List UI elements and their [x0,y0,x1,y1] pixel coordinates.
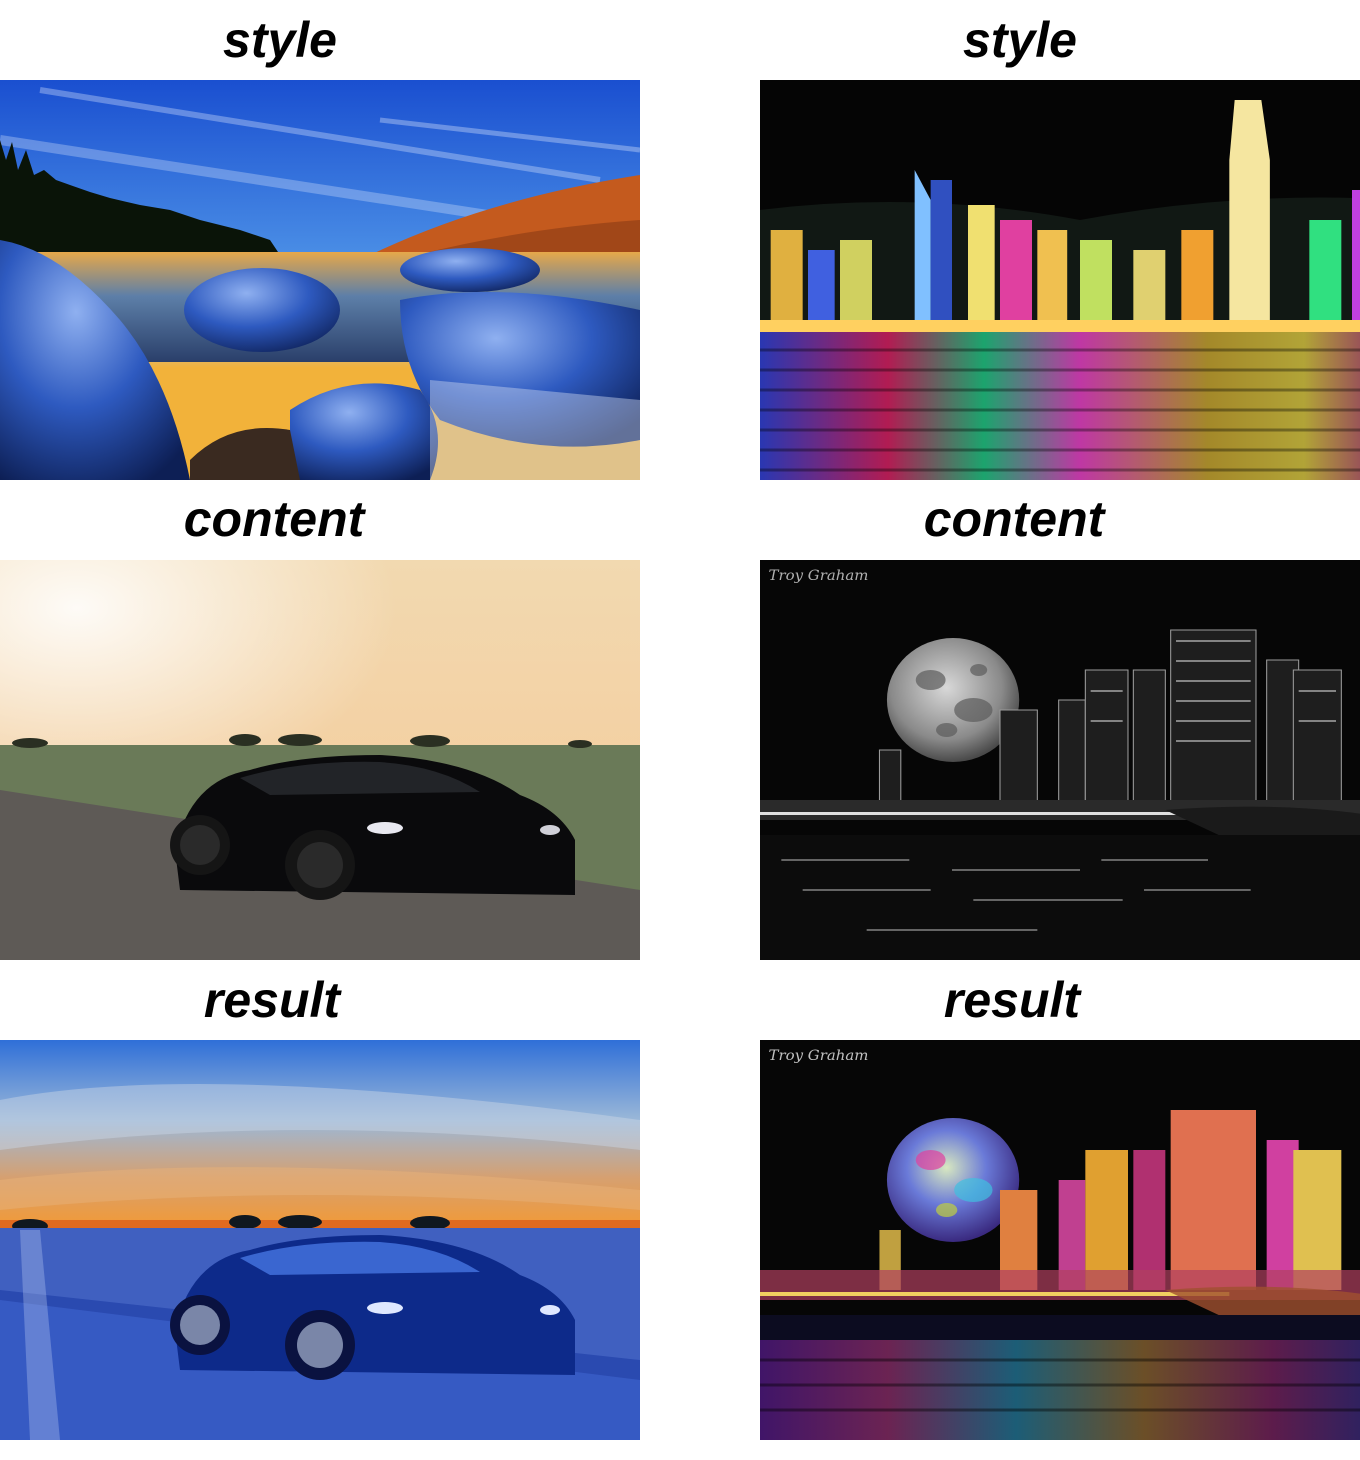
watermark-content: Troy Graham [769,568,869,583]
image-result-car [0,1040,640,1440]
label-style-right: style [963,12,1077,68]
watermark-result: Troy Graham [769,1048,869,1063]
label-result-right: result [943,972,1081,1028]
label-content-right: content [923,491,1105,547]
label-result-left: result [203,972,341,1028]
image-style-landscape [0,80,640,480]
label-content-left: content [183,491,365,547]
image-style-city-night [760,80,1360,480]
label-style-left: style [223,12,337,68]
image-content-city-moon: Troy Graham [760,560,1360,960]
image-result-city-moon: Troy Graham [760,1040,1360,1440]
image-content-car [0,560,640,960]
